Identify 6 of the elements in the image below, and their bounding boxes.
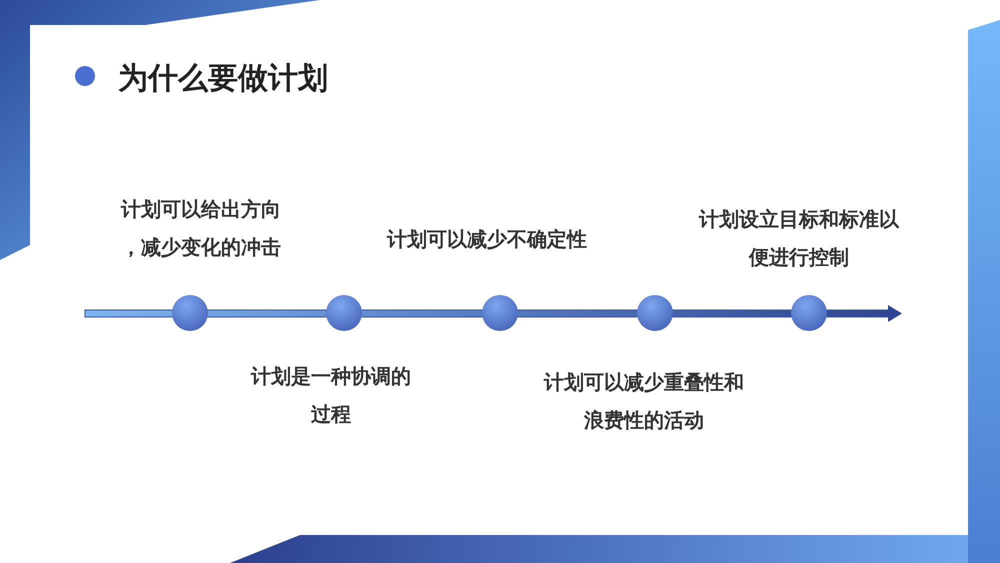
milestone-text: 计划设立目标和标准以便进行控制 bbox=[698, 206, 900, 271]
milestone-text: 计划可以减少不确定性 bbox=[386, 226, 588, 253]
milestone-text: 计划是一种协调的过程 bbox=[250, 363, 412, 428]
milestone-text: 计划可以给出方向，减少变化的冲击 bbox=[120, 196, 282, 261]
milestone-text: 计划可以减少重叠性和浪费性的活动 bbox=[542, 369, 745, 434]
slide-title: 为什么要做计划 bbox=[118, 60, 328, 98]
